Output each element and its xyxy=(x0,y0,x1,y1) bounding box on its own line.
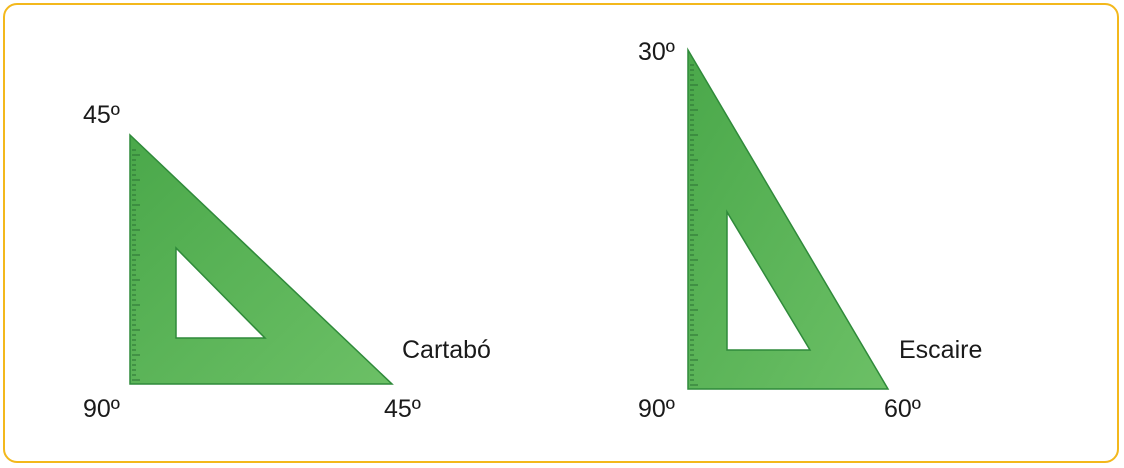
escaire-bottom-left-angle-label: 90º xyxy=(638,395,675,423)
escaire-ruler-marks xyxy=(690,64,698,386)
cartabo-name-label: Cartabó xyxy=(402,336,491,364)
cartabo-ruler-marks xyxy=(132,149,140,381)
escaire-bottom-right-angle-label: 60º xyxy=(884,395,921,423)
escaire-set-square xyxy=(687,47,890,390)
cartabo-bottom-right-angle-label: 45º xyxy=(384,395,421,423)
escaire-name-label: Escaire xyxy=(899,336,983,364)
cartabo-set-square xyxy=(129,133,394,385)
cartabo-top-angle-label: 45º xyxy=(83,101,120,129)
content-frame xyxy=(3,3,1119,463)
cartabo-body xyxy=(129,133,394,385)
cartabo-bottom-left-angle-label: 90º xyxy=(83,395,120,423)
escaire-body xyxy=(687,47,890,390)
escaire-top-angle-label: 30º xyxy=(638,38,675,66)
